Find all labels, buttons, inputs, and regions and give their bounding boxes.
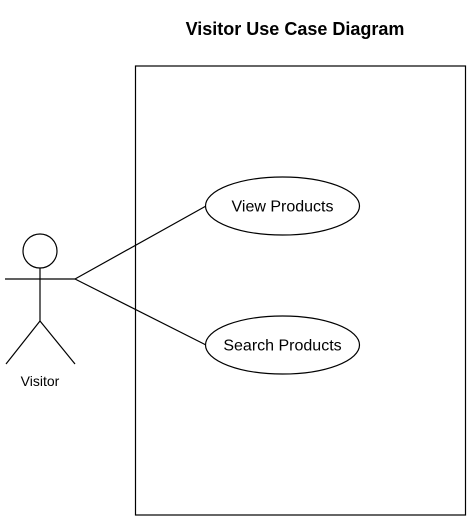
system-boundary <box>134 65 467 516</box>
use-case-view-products: View Products <box>204 176 361 236</box>
actor-left-leg <box>5 320 41 365</box>
actor-head <box>22 233 58 269</box>
actor-right-leg <box>39 320 76 365</box>
actor-visitor <box>5 233 76 365</box>
use-case-ellipse <box>204 315 361 375</box>
use-case-label: Search Products <box>223 338 341 355</box>
diagram-title: Visitor Use Case Diagram <box>186 19 405 39</box>
association-search-products <box>74 278 207 346</box>
association-view-products <box>74 205 207 280</box>
use-case-label: View Products <box>232 199 334 216</box>
use-case-search-products: Search Products <box>204 315 361 375</box>
use-case-ellipse <box>204 176 361 236</box>
actor-label: Visitor <box>21 373 60 389</box>
